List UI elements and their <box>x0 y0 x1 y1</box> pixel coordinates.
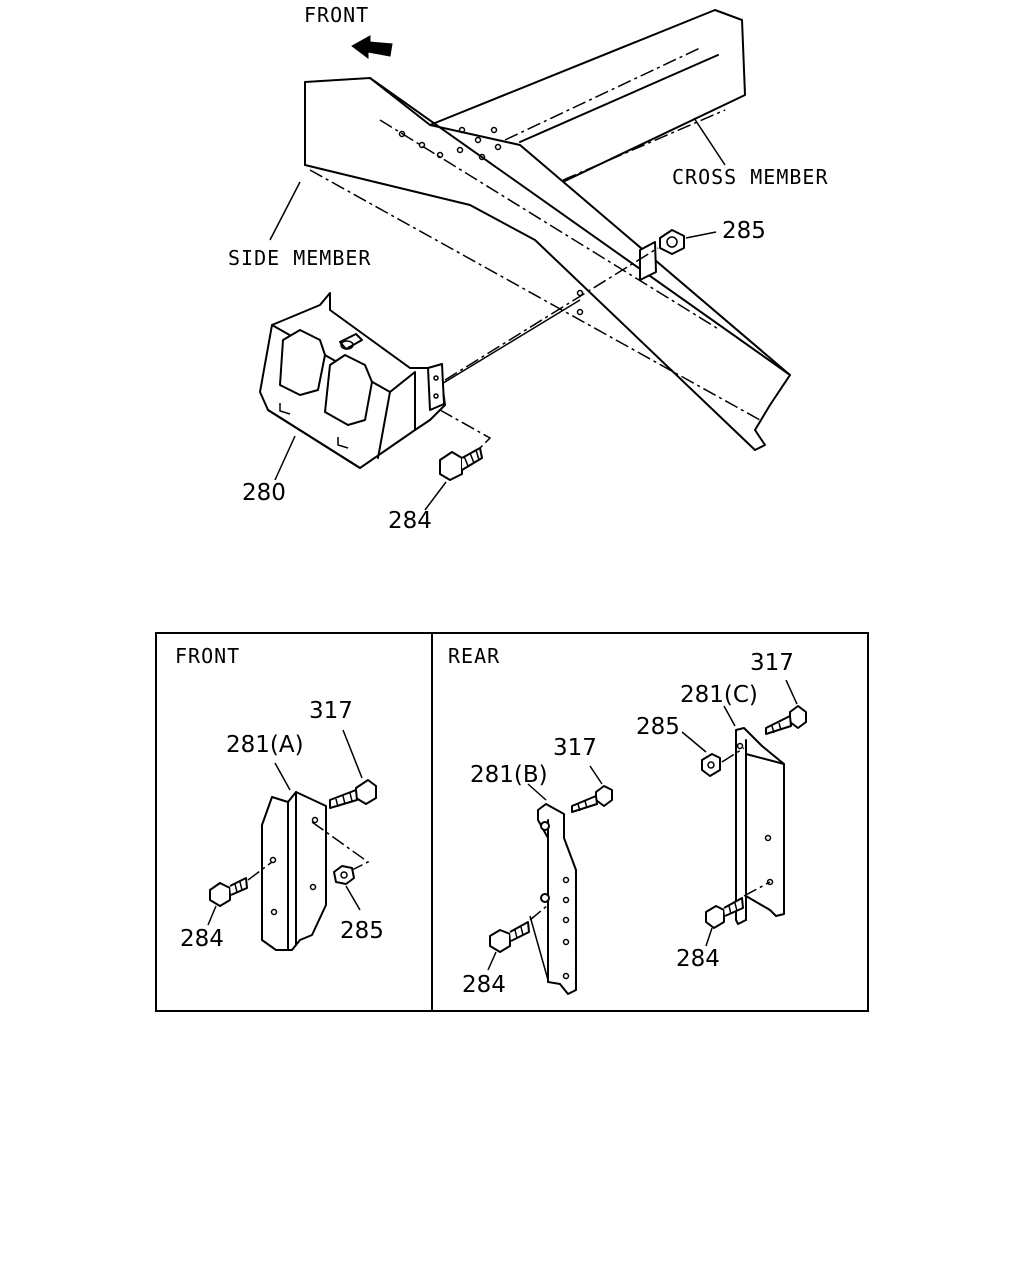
front-direction-label: FRONT <box>304 3 369 27</box>
bolt-317-rear-c <box>765 679 807 735</box>
rear-panel-title: REAR <box>448 644 500 668</box>
bolt-284-rear-c <box>705 881 771 947</box>
bolt-284-front <box>207 861 273 926</box>
bolt-path-line <box>444 247 659 381</box>
nut-285-front <box>311 821 370 911</box>
callout-317-front: 317 <box>309 698 353 724</box>
side-member <box>269 77 791 451</box>
nut-285-rear-c <box>681 731 745 777</box>
callout-281b: 281(B) <box>470 762 548 788</box>
front-panel-title: FRONT <box>175 644 240 668</box>
rear-detail-panel: REAR 281(B) 317 <box>448 644 807 998</box>
front-detail-panel: FRONT 281(A) 317 <box>175 644 384 952</box>
assembly-view: FRONT <box>228 3 829 534</box>
callout-284-front: 284 <box>180 926 224 952</box>
callout-285-front: 285 <box>340 918 384 944</box>
side-member-label: SIDE MEMBER <box>228 246 371 270</box>
bracket-281b <box>527 783 577 995</box>
bolt-284 <box>424 409 492 511</box>
callout-317-rear-b: 317 <box>553 735 597 761</box>
callout-284-rear-b: 284 <box>462 972 506 998</box>
bolt-284-rear-b <box>487 904 549 981</box>
callout-317-rear-c: 317 <box>750 650 794 676</box>
bolt-317-rear-b <box>571 765 613 813</box>
callout-281a: 281(A) <box>226 732 304 758</box>
callout-284: 284 <box>388 508 432 534</box>
callout-285-rear-c: 285 <box>636 714 680 740</box>
callout-281c: 281(C) <box>680 682 758 708</box>
callout-280: 280 <box>242 480 286 506</box>
bracket-281c <box>723 705 785 925</box>
bracket-281a <box>261 762 327 951</box>
nut-285 <box>639 229 717 281</box>
callout-284-rear-c: 284 <box>676 946 720 972</box>
side-member-holes <box>398 126 502 161</box>
side-member-leader <box>269 181 301 241</box>
callout-285: 285 <box>722 218 766 244</box>
front-direction-arrow-icon <box>351 35 393 59</box>
detail-box: FRONT 281(A) 317 <box>155 632 869 1012</box>
cross-member-label: CROSS MEMBER <box>672 165 829 189</box>
tray-280 <box>259 292 446 481</box>
bolt-317-front <box>329 729 377 809</box>
